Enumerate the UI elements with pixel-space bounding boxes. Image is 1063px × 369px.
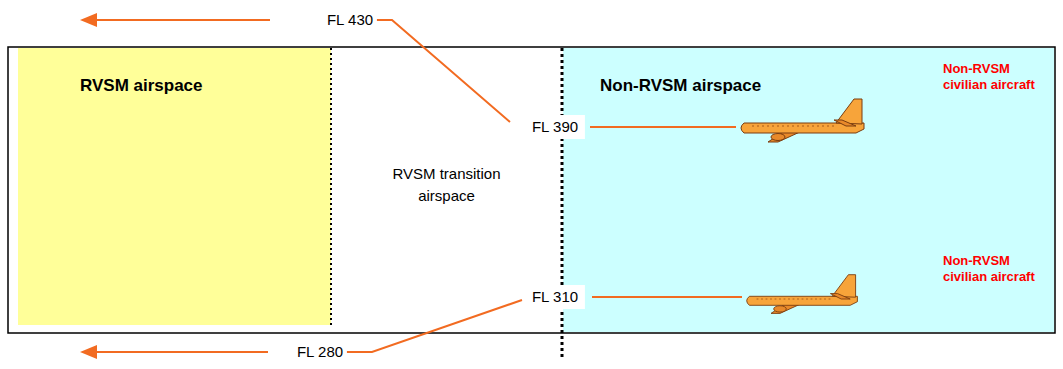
non-rvsm-region: Non-RVSM airspaceNon-RVSM civilian aircr…: [563, 48, 1054, 332]
region-title: RVSM transition airspace: [379, 163, 514, 207]
region-title: Non-RVSM airspace: [600, 76, 761, 96]
flight-level-label: FL 280: [293, 342, 347, 362]
aircraft-label: Non-RVSM civilian aircraft: [943, 61, 1043, 93]
outer-frame: [8, 47, 1055, 333]
flight-level-label: FL 390: [525, 115, 585, 139]
flight-level-label: FL 310: [525, 285, 585, 309]
flight-level-label: FL 430: [323, 10, 377, 30]
region-title: RVSM airspace: [80, 76, 203, 96]
rvsm-region: RVSM airspace: [18, 48, 331, 325]
aircraft-label: Non-RVSM civilian aircraft: [943, 253, 1043, 285]
